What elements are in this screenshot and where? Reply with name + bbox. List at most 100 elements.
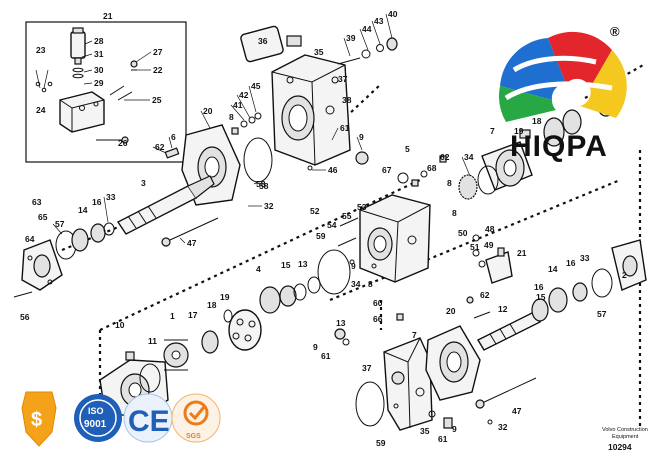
callout-label-47: 47 (187, 238, 197, 248)
callout-label-42: 42 (239, 90, 249, 100)
callout-label-6: 6 (171, 132, 176, 142)
callout-label-8: 8 (229, 112, 234, 122)
callout-label-55: 55 (342, 211, 352, 221)
callout-label-62: 62 (480, 290, 490, 300)
callout-label-3: 3 (141, 178, 146, 188)
callout-label-50: 50 (458, 228, 468, 238)
callout-label-53: 53 (357, 202, 367, 212)
callout-label-48: 48 (485, 224, 495, 234)
ce-mark: CE (128, 405, 170, 438)
callout-label-36: 36 (258, 36, 268, 46)
callout-leader (331, 127, 339, 141)
footer-diagram-code: 10294 (608, 442, 632, 452)
callout-label-51: 51 (470, 242, 480, 252)
callout-leader (359, 28, 369, 51)
callout-label-61: 61 (340, 123, 350, 133)
callout-label-23: 23 (36, 45, 46, 55)
callout-leader (83, 82, 93, 85)
callout-label-10: 10 (115, 320, 125, 330)
callout-label-9: 9 (359, 132, 364, 142)
callout-label-12: 12 (498, 304, 508, 314)
callout-label-32: 32 (264, 201, 274, 211)
drive-shaft-lower (477, 311, 541, 351)
callout-label-65: 65 (38, 212, 48, 222)
callout-leader (84, 40, 93, 45)
callout-leader (168, 136, 173, 149)
callout-label-46: 46 (328, 165, 338, 175)
callout-leader (103, 196, 109, 223)
callout-leader (253, 181, 259, 185)
flange-lower (425, 325, 481, 401)
callout-label-21: 21 (103, 11, 113, 21)
footer-company-line1: Volvo Construction (602, 427, 648, 433)
callout-label-35: 35 (420, 426, 430, 436)
bolt-47-lower (479, 377, 537, 405)
callout-label-34: 34 (351, 279, 361, 289)
solenoid-valve (70, 31, 86, 59)
guarantee-shield-icon: $ (21, 391, 57, 447)
lower-valve-block (383, 337, 433, 431)
callout-label-7: 7 (490, 126, 495, 136)
callout-label-45: 45 (251, 81, 261, 91)
callout-label-58: 58 (259, 181, 269, 191)
callout-label-37: 37 (362, 363, 372, 373)
o-ring-58 (243, 137, 273, 183)
callout-label-62: 62 (155, 142, 165, 152)
callout-leader (200, 110, 211, 129)
callout-label-30: 30 (94, 65, 104, 75)
callout-label-43: 43 (374, 16, 384, 26)
iso-number: 9001 (84, 419, 107, 430)
callout-label-66: 66 (373, 314, 383, 324)
callout-labels: 2128313029272223252426363539444340373845… (20, 9, 627, 448)
callout-label-2: 2 (622, 270, 627, 280)
callout-label-60: 60 (373, 298, 383, 308)
gear-pump-upper-right (458, 129, 533, 200)
callout-label-31: 31 (94, 49, 104, 59)
upper-fittings (307, 37, 398, 171)
callout-label-14: 14 (548, 264, 558, 274)
callout-leader (371, 20, 381, 45)
svg-text:$: $ (31, 409, 42, 431)
callout-label-33: 33 (106, 192, 116, 202)
callout-label-19: 19 (220, 292, 230, 302)
callout-label-16: 16 (566, 258, 576, 268)
callout-label-9: 9 (351, 261, 356, 271)
center-valve-block (359, 194, 431, 283)
cert-badges: $ ISO 9001 CE SGS (21, 391, 221, 447)
callout-label-20: 20 (446, 306, 456, 316)
callout-label-41: 41 (233, 100, 243, 110)
footer-company-line2: Equipment (612, 434, 639, 440)
inset-solenoid-box (25, 21, 187, 163)
callout-label-19: 19 (514, 126, 524, 136)
end-cover-right (611, 239, 647, 291)
callout-label-40: 40 (388, 9, 398, 19)
callout-label-47: 47 (512, 406, 522, 416)
cylinder-block (228, 309, 262, 351)
callout-label-26: 26 (118, 138, 128, 148)
callout-label-44: 44 (362, 24, 372, 34)
callout-label-9: 9 (313, 342, 318, 352)
callout-label-27: 27 (153, 47, 163, 57)
callout-label-11: 11 (148, 336, 157, 346)
callout-label-8: 8 (447, 178, 452, 188)
callout-leader (81, 53, 93, 58)
callout-label-16: 16 (534, 282, 544, 292)
callout-label-1: 1 (170, 311, 175, 321)
callout-leader (343, 37, 351, 57)
valve-block (59, 91, 105, 133)
end-cover-left (21, 239, 63, 291)
brand-logo: ® HIQPA (499, 24, 627, 163)
callout-leader (230, 104, 245, 121)
iso-label: ISO (88, 406, 104, 416)
registered-mark: ® (610, 24, 620, 39)
dash-line-middle (99, 179, 421, 331)
callout-label-15: 15 (281, 260, 291, 270)
callout-label-32: 32 (498, 422, 508, 432)
callout-label-8: 8 (368, 279, 373, 289)
callout-label-68: 68 (427, 163, 437, 173)
callout-label-64: 64 (25, 234, 35, 244)
o-ring-lower (355, 381, 385, 427)
brand-name: HIQPA (510, 130, 608, 163)
